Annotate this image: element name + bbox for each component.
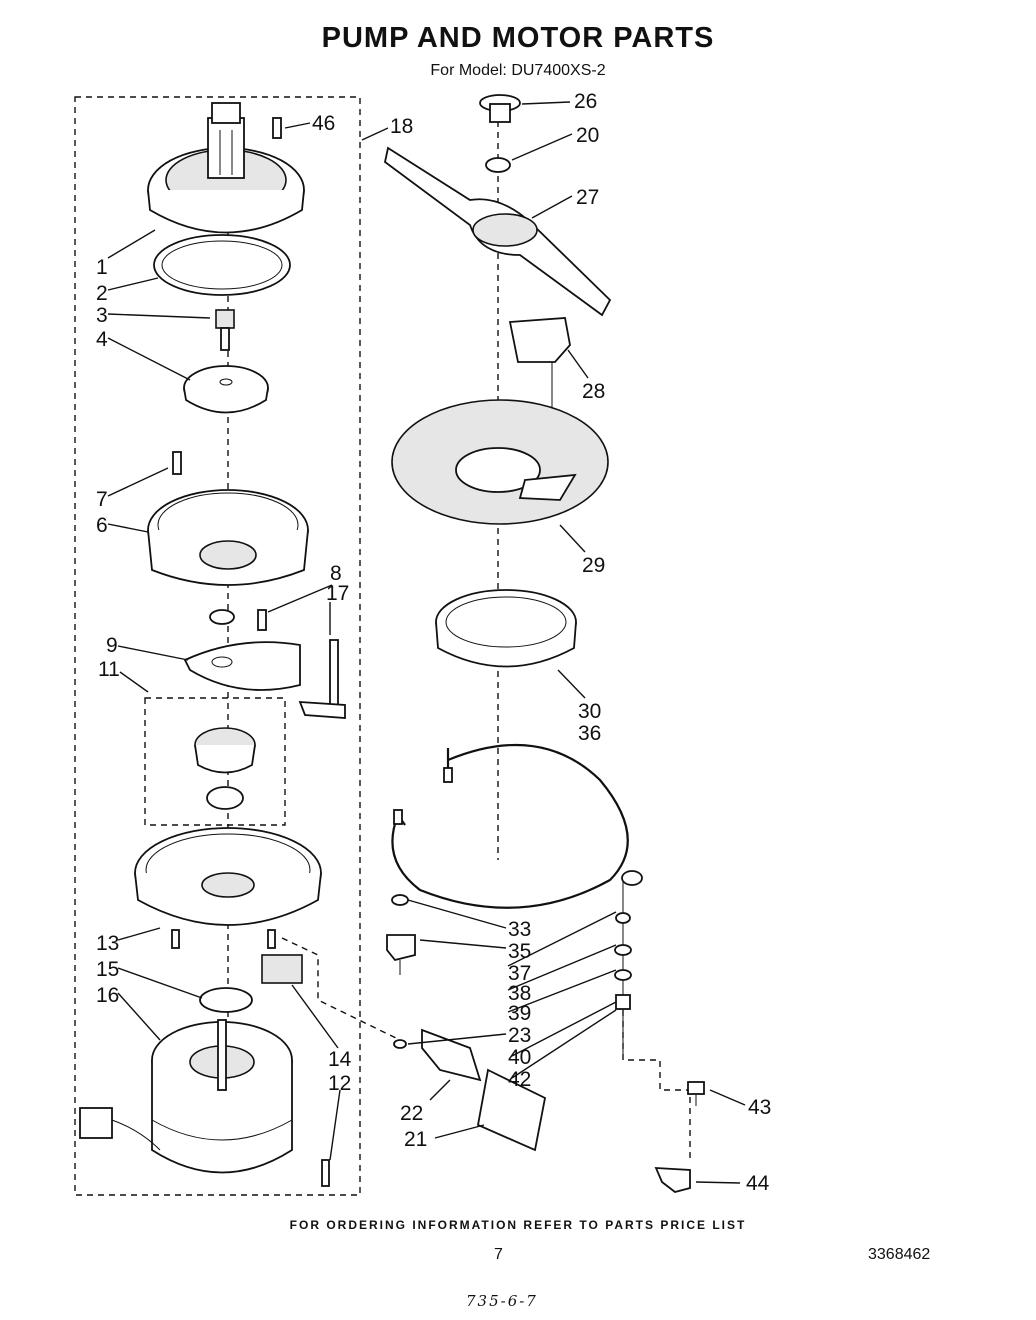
part-17-rod — [298, 639, 346, 719]
callout-44: 44 — [746, 1172, 770, 1195]
callout-12: 12 — [328, 1072, 351, 1095]
callout-leaders — [107, 101, 746, 1184]
part-16-motor — [79, 1019, 293, 1174]
part-28-bracket — [508, 317, 571, 363]
part-11-subassembly-box — [144, 697, 286, 826]
callout-15: 15 — [96, 958, 119, 981]
part-35-bracket — [386, 934, 416, 962]
callout-9: 9 — [106, 634, 118, 657]
part-43-clip — [687, 1081, 705, 1106]
callout-27: 27 — [576, 186, 599, 209]
callout-13: 13 — [96, 932, 119, 955]
part-30-ring — [435, 589, 577, 668]
callout-37: 37 — [508, 962, 531, 985]
callout-18: 18 — [390, 115, 413, 138]
callout-17: 17 — [326, 582, 349, 605]
callout-26: 26 — [574, 90, 597, 113]
part-11-impeller — [194, 727, 256, 810]
part-36-heater-element — [391, 743, 643, 909]
part-46-clip — [272, 117, 282, 139]
callout-labels: 46 18 1 2 3 4 7 6 8 17 9 11 13 15 16 14 … — [96, 90, 771, 1195]
callout-11: 11 — [98, 658, 120, 681]
handwritten-note: 735-6-7 — [466, 1292, 538, 1310]
model-subtitle: For Model: DU7400XS-2 — [430, 62, 606, 79]
callout-40: 40 — [508, 1046, 531, 1069]
callout-39: 39 — [508, 1002, 531, 1025]
part-26-cap — [479, 94, 521, 123]
document-number: 3368462 — [868, 1246, 931, 1263]
part-44-bracket — [654, 1167, 691, 1193]
part-15-washer — [199, 987, 253, 1013]
assembly-18-boundary — [74, 96, 361, 1196]
part-14-bracket — [261, 954, 303, 984]
page-number: 7 — [494, 1246, 503, 1263]
part-22-sensor — [393, 1028, 482, 1082]
part-9-plate — [183, 641, 301, 691]
part-33-washer — [391, 894, 409, 906]
part-21-plate — [476, 1068, 547, 1152]
callout-4: 4 — [96, 328, 108, 351]
ordering-note: FOR ORDERING INFORMATION REFER TO PARTS … — [289, 1218, 747, 1232]
callout-2: 2 — [96, 282, 108, 305]
callout-7: 7 — [96, 488, 108, 511]
part-29-filter-disk — [391, 399, 609, 525]
callout-20: 20 — [576, 124, 599, 147]
part-3-bolt — [215, 309, 235, 351]
callout-21: 21 — [404, 1128, 427, 1151]
callout-14: 14 — [328, 1048, 352, 1071]
part-7-screw — [172, 451, 182, 475]
callout-6: 6 — [96, 514, 108, 537]
callout-28: 28 — [582, 380, 605, 403]
callout-23: 23 — [508, 1024, 531, 1047]
part-2-gasket-ring — [153, 234, 291, 296]
callout-43: 43 — [748, 1096, 771, 1119]
callout-30: 30 — [578, 700, 601, 723]
callout-1: 1 — [96, 256, 108, 279]
part-20-washer — [485, 157, 511, 173]
part-27-spray-arm — [383, 146, 612, 317]
left-assembly — [74, 96, 361, 1196]
callout-33: 33 — [508, 918, 531, 941]
callout-16: 16 — [96, 984, 119, 1007]
callout-29: 29 — [582, 554, 605, 577]
callout-35: 35 — [508, 940, 531, 963]
part-8-washer — [209, 609, 235, 625]
right-assembly — [281, 94, 705, 1193]
part-6-pump-housing — [147, 489, 309, 586]
page-title: PUMP AND MOTOR PARTS — [321, 22, 715, 54]
callout-42: 42 — [508, 1068, 531, 1091]
part-8-screw — [257, 609, 267, 631]
callout-22: 22 — [400, 1102, 423, 1125]
callout-38: 38 — [508, 982, 531, 1005]
parts-37-42-fastener-stack — [614, 880, 632, 1060]
part-13-motor-mount — [134, 827, 322, 949]
part-4-disk — [183, 365, 269, 414]
callout-46: 46 — [312, 112, 335, 135]
callout-8: 8 — [330, 562, 342, 585]
callout-36: 36 — [578, 722, 601, 745]
callout-3: 3 — [96, 304, 108, 327]
part-12-screw — [321, 1159, 330, 1187]
part-1-top-housing — [147, 102, 305, 234]
